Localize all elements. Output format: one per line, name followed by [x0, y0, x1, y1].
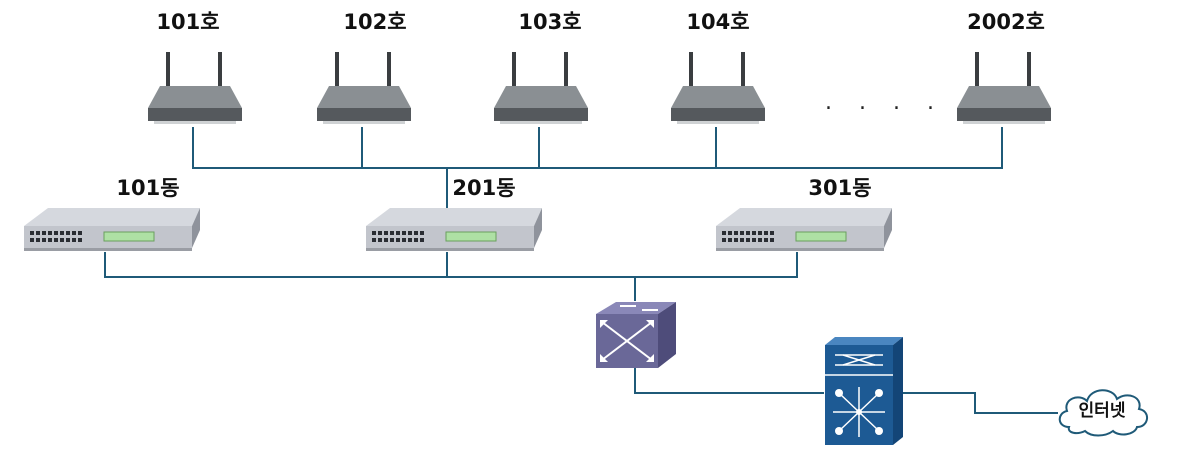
building-label-301: 301동 [808, 176, 872, 200]
wifi-router-icon [317, 52, 411, 124]
network-switch-icon [24, 208, 200, 251]
building-label-201: 201동 [452, 176, 516, 200]
core-to-firewall [634, 368, 824, 394]
wifi-router-icon [957, 52, 1051, 124]
room-label-2002: 2002호 [967, 10, 1045, 34]
layer3-switch-icon [596, 302, 676, 368]
building-label-101: 101동 [116, 176, 180, 200]
switch-bus-line [104, 252, 798, 278]
network-switch-icon [716, 208, 892, 251]
room-label-104: 104호 [686, 10, 750, 34]
room-label-103: 103호 [518, 10, 582, 34]
room-label-102: 102호 [343, 10, 407, 34]
firewall-to-internet [902, 392, 1058, 414]
internet-cloud-icon [1058, 389, 1148, 437]
multilayer-switch-icon [825, 337, 903, 445]
internet-label: 인터넷 [1078, 401, 1126, 421]
wifi-router-icon [494, 52, 588, 124]
network-switch-icon [366, 208, 542, 251]
ellipsis-more-rooms: . . . . [825, 90, 944, 115]
wifi-router-icon [148, 52, 242, 124]
wifi-router-icon [671, 52, 765, 124]
room-label-101: 101호 [156, 10, 220, 34]
router-bus-line [192, 127, 1003, 169]
